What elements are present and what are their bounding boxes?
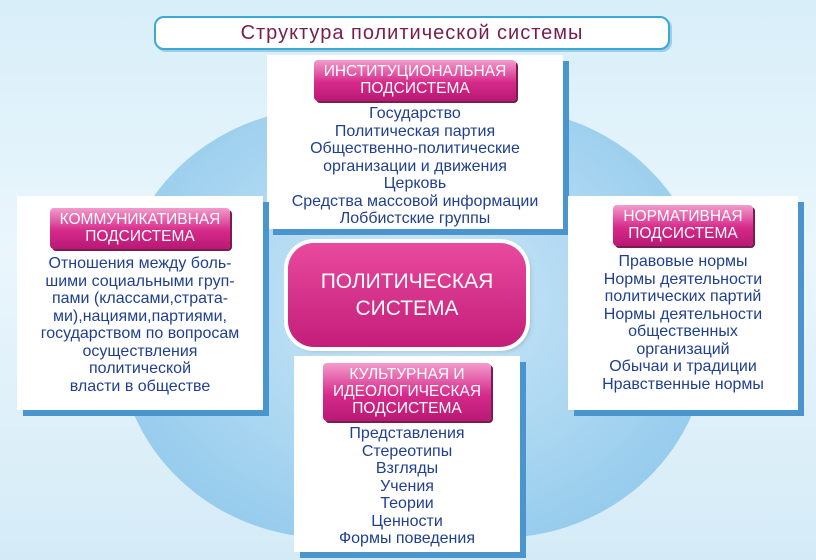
center-line: ПОЛИТИЧЕСКАЯ <box>320 270 494 293</box>
list-item: Учения <box>380 477 434 495</box>
header-line: ПОДСИСТЕМА <box>628 225 738 242</box>
political-system-center: ПОЛИТИЧЕСКАЯ СИСТЕМА <box>288 243 526 347</box>
institutional-subsystem-header: ИНСТИТУЦИОНАЛЬНАЯ ПОДСИСТЕМА <box>313 60 517 101</box>
list-item: Стереотипы <box>361 442 453 460</box>
list-item: политических партий <box>604 288 762 305</box>
list-item: Средства массовой информации <box>291 192 539 210</box>
list-item: Взгляды <box>375 460 439 477</box>
list-item: Политическая партия <box>334 122 496 140</box>
list-item: Отношения между боль- <box>48 255 232 272</box>
list-item: политической <box>89 360 191 377</box>
communicative-subsystem-card: КОММУНИКАТИВНАЯ ПОДСИСТЕМА Отношения меж… <box>17 196 263 410</box>
list-item: Государство <box>369 105 461 122</box>
list-item: Формы поведения <box>338 530 475 547</box>
list-item: пами (классами,страта- <box>51 290 229 307</box>
list-item: власти в обществе <box>69 377 211 395</box>
list-item: общественных <box>628 323 738 340</box>
normative-subsystem-header: НОРМАТИВНАЯ ПОДСИСТЕМА <box>613 205 753 246</box>
communicative-subsystem-header: КОММУНИКАТИВНАЯ ПОДСИСТЕМА <box>49 208 231 249</box>
list-item: организаций <box>636 340 730 358</box>
header-line: ИДЕОЛОГИЧЕСКАЯ <box>332 383 482 400</box>
list-item: Нравственные нормы <box>602 375 764 393</box>
diagram-title: Структура политической системы <box>154 16 670 50</box>
list-item: Общественно-политические <box>310 140 520 157</box>
list-item: Нормы деятельности <box>603 270 763 288</box>
header-line: ПОДСИСТЕМА <box>85 228 195 245</box>
cultural-subsystem-card: КУЛЬТУРНАЯ И ИДЕОЛОГИЧЕСКАЯ ПОДСИСТЕМА П… <box>294 356 520 552</box>
list-item: организации и движения <box>323 157 507 175</box>
header-line: ИНСТИТУЦИОНАЛЬНАЯ <box>323 63 507 80</box>
header-line: НОРМАТИВНАЯ <box>623 208 743 225</box>
list-item: Ценности <box>371 512 443 530</box>
list-item: Церковь <box>383 175 447 192</box>
list-item: Правовые нормы <box>618 253 748 270</box>
list-item: государством по вопросам <box>40 325 240 342</box>
cultural-subsystem-items: Представления Стереотипы Взгляды Учения … <box>294 425 520 548</box>
institutional-subsystem-card: ИНСТИТУЦИОНАЛЬНАЯ ПОДСИСТЕМА Государство… <box>267 55 563 229</box>
center-line: СИСТЕМА <box>355 297 459 320</box>
header-line: КОММУНИКАТИВНАЯ <box>59 211 221 228</box>
list-item: ми),нациями,партиями, <box>52 307 227 325</box>
list-item: Нормы деятельности <box>603 305 763 323</box>
header-line: КУЛЬТУРНАЯ И <box>349 366 465 383</box>
institutional-subsystem-items: Государство Политическая партия Обществе… <box>267 105 563 228</box>
list-item: Лоббистские группы <box>339 210 491 227</box>
cultural-subsystem-header: КУЛЬТУРНАЯ И ИДЕОЛОГИЧЕСКАЯ ПОДСИСТЕМА <box>322 363 492 421</box>
normative-subsystem-card: НОРМАТИВНАЯ ПОДСИСТЕМА Правовые нормы Но… <box>568 196 798 410</box>
list-item: шими социальными груп- <box>45 272 235 290</box>
list-item: осуществления <box>82 342 198 360</box>
header-line: ПОДСИСТЕМА <box>360 80 470 97</box>
communicative-subsystem-items: Отношения между боль- шими социальными г… <box>17 255 263 395</box>
list-item: Представления <box>349 425 465 442</box>
header-line: ПОДСИСТЕМА <box>352 400 462 417</box>
list-item: Обычаи и традиции <box>609 358 757 375</box>
list-item: Теории <box>380 495 434 512</box>
normative-subsystem-items: Правовые нормы Нормы деятельности полити… <box>568 253 798 393</box>
